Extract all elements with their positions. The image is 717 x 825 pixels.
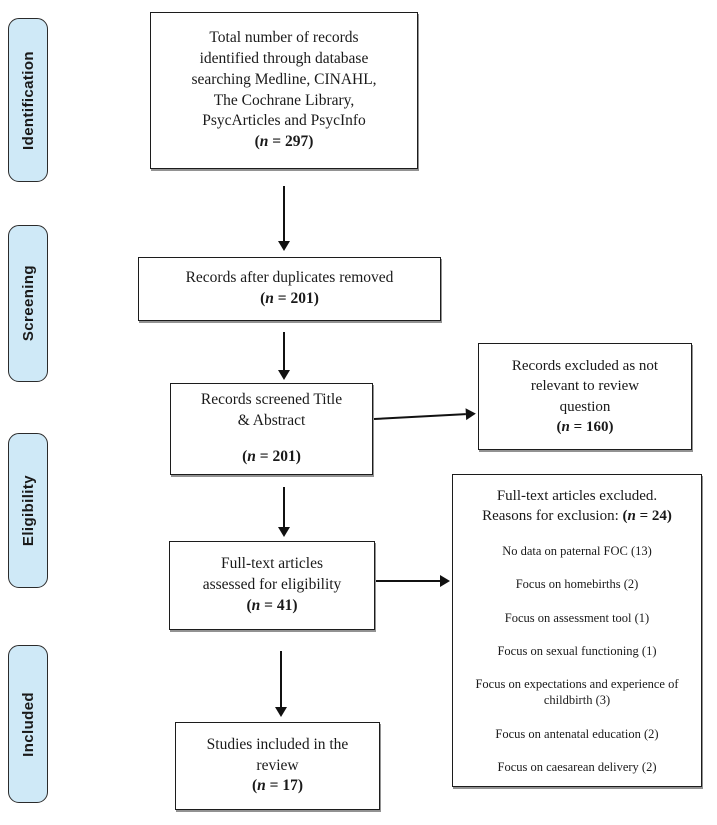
box-text-line: Records excluded as not	[511, 358, 659, 375]
stage-screening-label: Screening	[19, 265, 37, 342]
count-line: (n = 17)	[251, 777, 304, 795]
arrow-identified-to-duplicates	[278, 186, 290, 251]
arrow-screened-to-excluded	[373, 413, 466, 420]
exclusion-reason: Focus on homebirths (2)	[515, 577, 639, 592]
stage-eligibility-label: Eligibility	[19, 474, 37, 547]
exclusion-reason: Focus on antenatal education (2)	[495, 726, 659, 741]
exclusion-reason: No data on paternal FOC (13)	[502, 544, 652, 558]
records-excluded-box: Records excluded as not relevant to revi…	[478, 343, 692, 450]
box-text-line: identified through database	[199, 49, 369, 67]
exclusion-reason: Focus on assessment tool (1)	[504, 610, 650, 625]
count-line: (n = 201)	[260, 290, 319, 307]
box-text-line: Total number of records	[209, 29, 359, 47]
exclusion-reason: Focus on caesarean delivery (2)	[497, 759, 657, 774]
box-text-line: review	[256, 756, 299, 774]
box-text-line: searching Medline, CINAHL,	[191, 70, 377, 88]
box-text-line: Full-text articles excluded.	[496, 488, 658, 504]
arrow-fulltext-to-excluded	[376, 575, 450, 587]
box-text-line: PsycArticles and PsycInfo	[202, 112, 366, 130]
fulltext-excluded-box: Full-text articles excluded. Reasons for…	[452, 474, 702, 787]
arrow-screened-to-fulltext	[278, 487, 290, 537]
stage-eligibility: Eligibility	[8, 433, 48, 588]
box-text-line: Records screened Title	[200, 391, 343, 409]
stage-included: Included	[8, 645, 48, 803]
duplicates-removed-box: Records after duplicates removed (n = 20…	[138, 257, 441, 321]
stage-identification: Identification	[8, 18, 48, 182]
fulltext-assessed-box: Full-text articles assessed for eligibil…	[169, 541, 375, 630]
count-line: (n = 297)	[254, 133, 314, 151]
box-text-line: & Abstract	[237, 412, 306, 430]
box-text-line: question	[559, 398, 611, 415]
records-screened-box: Records screened Title & Abstract (n = 2…	[170, 383, 373, 475]
exclusion-reason: Focus on expectations and experience of …	[475, 677, 679, 708]
count-line: (n = 160)	[556, 418, 614, 435]
box-text-line: Reasons for exclusion: (n = 24)	[482, 507, 672, 524]
stage-included-label: Included	[19, 691, 37, 757]
exclusion-reason: Focus on sexual functioning (1)	[497, 643, 657, 658]
box-text-line: Full-text articles	[220, 555, 323, 573]
box-text-line: Studies included in the	[206, 735, 349, 753]
records-identified-box: Total number of records identified throu…	[150, 12, 418, 169]
stage-screening: Screening	[8, 225, 48, 382]
count-line: (n = 41)	[246, 596, 298, 614]
arrow-fulltext-to-included	[275, 651, 287, 717]
box-text-line: The Cochrane Library,	[213, 91, 355, 109]
box-text-line: assessed for eligibility	[202, 576, 342, 594]
count-line: (n = 24)	[622, 507, 672, 524]
box-text-line: relevant to review	[530, 378, 640, 395]
box-text-line: Records after duplicates removed	[185, 269, 394, 287]
stage-identification-label: Identification	[19, 50, 37, 150]
count-line: (n = 201)	[242, 447, 301, 465]
arrow-duplicates-to-screened	[278, 332, 290, 380]
studies-included-box: Studies included in the review (n = 17)	[175, 722, 380, 810]
